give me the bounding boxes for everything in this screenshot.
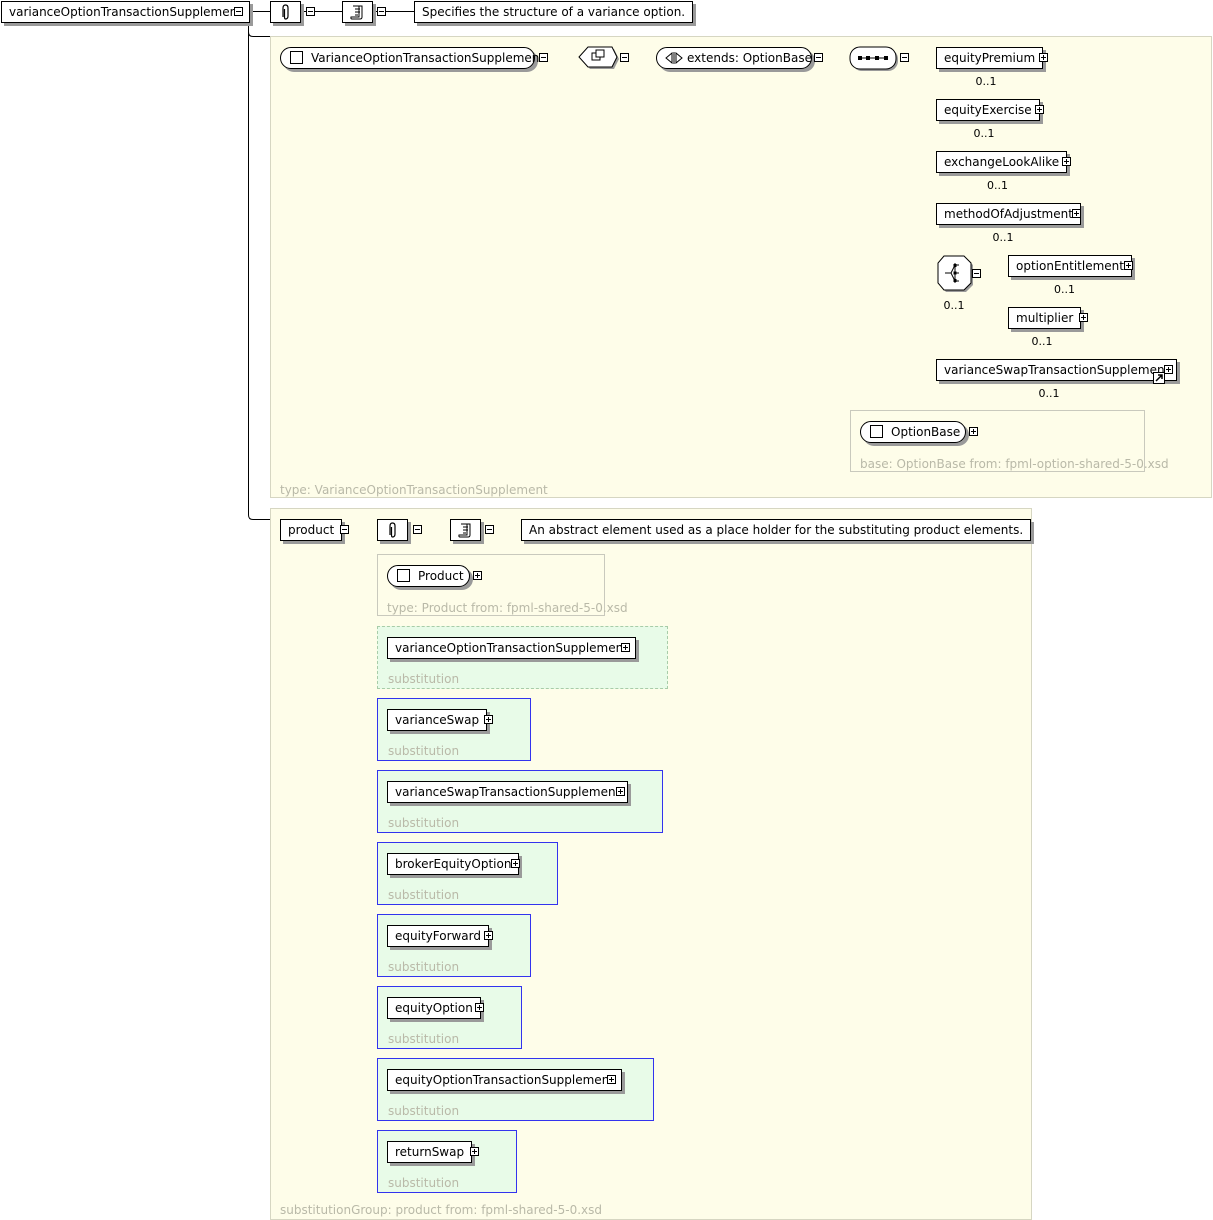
expand-icon[interactable] [1039,53,1048,62]
expand-icon[interactable] [1164,365,1173,374]
substitution-element[interactable]: varianceOptionTransactionSupplement [387,637,636,659]
cardinality-label: 0..1 [975,74,997,88]
extension-label: extends: OptionBase [687,51,812,65]
sequence-compositor-icon[interactable] [849,46,901,74]
complex-type-toggle[interactable] [539,53,548,62]
expand-icon[interactable] [475,1003,484,1012]
type-panel-caption: type: VarianceOptionTransactionSupplemen… [280,483,548,497]
expand-icon[interactable] [1072,209,1081,218]
child-element-exchange-look-alike[interactable]: exchangeLookAlike [936,151,1068,173]
complex-type-icon [290,51,303,64]
substitution-label: substitution [388,672,460,686]
substitution-label: substitution [388,816,460,830]
complex-content-icon[interactable] [576,44,620,72]
documentation-collapse-toggle[interactable] [377,7,386,16]
expand-icon[interactable] [1035,105,1044,114]
root-element[interactable]: varianceOptionTransactionSupplement [1,1,250,23]
substitution-label: substitution [388,1104,460,1118]
documentation-icon[interactable] [342,1,373,23]
substitution-element[interactable]: varianceSwapTransactionSupplement [387,781,629,803]
child-element-variance-swap-transaction-supplement[interactable]: varianceSwapTransactionSupplement [936,359,1178,381]
product-collapse-toggle[interactable] [340,525,349,534]
complex-type-name: VarianceOptionTransactionSupplement [311,51,545,65]
substitution-element[interactable]: equityOption [387,997,481,1019]
choice-cardinality-label: 0..1 [943,298,965,312]
sequence-toggle[interactable] [900,53,909,62]
expand-icon[interactable] [969,427,978,436]
substitution-element[interactable]: equityOptionTransactionSupplement [387,1069,622,1091]
choice-element-option-entitlement[interactable]: optionEntitlement [1008,255,1132,277]
expand-icon[interactable] [1062,157,1071,166]
cardinality-label: 0..1 [987,178,1008,192]
choice-element-multiplier[interactable]: multiplier [1008,307,1082,329]
documentation-icon[interactable] [450,519,481,541]
product-type-box [377,554,605,616]
substitution-element[interactable]: returnSwap [387,1141,473,1163]
complex-type-box[interactable]: VarianceOptionTransactionSupplement [280,47,544,69]
attachment-icon[interactable] [377,519,408,541]
cardinality-label: 0..1 [1031,334,1053,348]
expand-icon[interactable] [1079,313,1088,322]
cardinality-label: 0..1 [973,126,995,140]
substitution-label: substitution [388,744,460,758]
product-type-name: Product [418,569,464,583]
choice-toggle[interactable] [972,269,981,278]
substitution-label: substitution [388,888,460,902]
complex-type-icon [397,569,410,582]
annotation-collapse-toggle[interactable] [413,525,422,534]
extension-box[interactable]: extends: OptionBase [656,47,812,69]
cardinality-label: 0..1 [1038,386,1060,400]
expand-icon[interactable] [511,859,520,868]
expand-icon[interactable] [621,643,630,652]
product-type-pill[interactable]: Product [387,565,470,587]
expand-icon[interactable] [484,931,493,940]
root-annotation-text: Specifies the structure of a variance op… [414,1,694,23]
root-collapse-toggle[interactable] [234,7,243,16]
substitution-label: substitution [388,1032,460,1046]
product-type-caption: type: Product from: fpml-shared-5-0.xsd [387,601,628,615]
substitution-element[interactable]: varianceSwap [387,709,488,731]
expand-icon[interactable] [473,571,482,580]
substitution-label: substitution [388,1176,460,1190]
choice-compositor-icon[interactable] [935,253,975,295]
expand-icon[interactable] [616,787,625,796]
reference-arrow-icon [1153,372,1165,384]
annotation-collapse-toggle[interactable] [306,7,315,16]
product-annotation-text: An abstract element used as a place hold… [521,519,1032,541]
documentation-collapse-toggle[interactable] [485,525,494,534]
expand-icon[interactable] [484,715,493,724]
complex-content-toggle[interactable] [620,53,629,62]
expand-icon[interactable] [470,1147,479,1156]
base-type-pill[interactable]: OptionBase [860,421,966,443]
extension-icon [665,52,683,64]
child-element-equity-premium[interactable]: equityPremium [936,47,1044,69]
expand-icon[interactable] [1124,261,1133,270]
base-type-caption: base: OptionBase from: fpml-option-share… [860,457,1169,471]
attachment-icon[interactable] [270,1,301,23]
expand-icon[interactable] [607,1075,616,1084]
cardinality-label: 0..1 [992,230,1014,244]
product-element[interactable]: product [280,519,343,541]
substitution-element[interactable]: brokerEquityOption [387,853,520,875]
substitution-label: substitution [388,960,460,974]
complex-type-icon [870,425,883,438]
base-type-name: OptionBase [891,425,961,439]
child-element-method-of-adjustment[interactable]: methodOfAdjustment [936,203,1081,225]
substitution-element[interactable]: equityForward [387,925,490,947]
product-panel-caption: substitutionGroup: product from: fpml-sh… [280,1203,602,1217]
extension-toggle[interactable] [814,53,823,62]
child-element-equity-exercise[interactable]: equityExercise [936,99,1040,121]
cardinality-label: 0..1 [1054,282,1075,296]
